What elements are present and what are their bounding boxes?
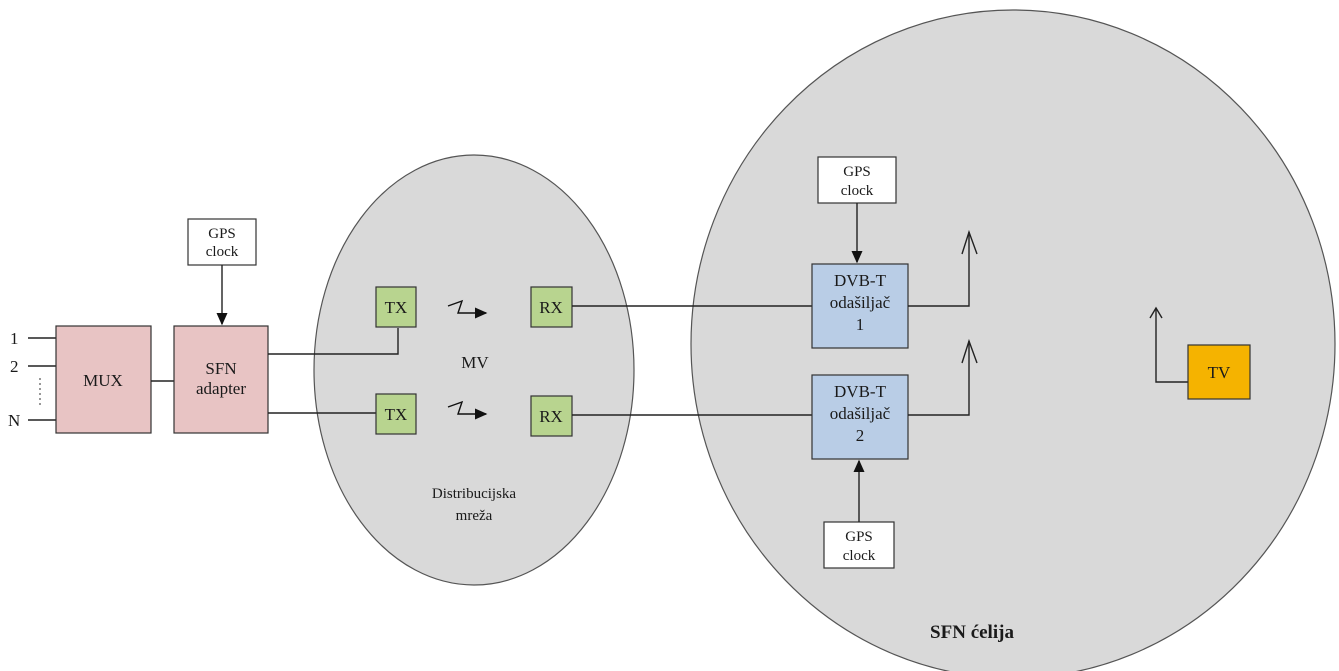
sfn-cell-ellipse (690, 9, 1336, 671)
dvbt-transmitter-2 (811, 374, 909, 460)
gps-clock-dvbt1-label-1: GPS (843, 164, 871, 180)
tx-box-1 (375, 286, 417, 328)
tx-box-2 (375, 393, 417, 435)
mux-box (55, 325, 152, 434)
gps-clock-adapter-label-2: clock (206, 244, 239, 260)
gps-clock-dvbt2-label-1: GPS (845, 529, 873, 545)
gps-clock-dvbt2 (823, 521, 895, 569)
gps-clock-adapter (187, 218, 257, 266)
tx-label-2: TX (385, 405, 408, 424)
gps-clock-dvbt1-label-2: clock (841, 183, 874, 199)
tv-box (1187, 344, 1251, 400)
gps-clock-adapter-label-1: GPS (208, 226, 236, 242)
rx-label-2: RX (539, 407, 563, 426)
rx-box-1 (530, 286, 573, 328)
input-label-n: N (8, 411, 20, 430)
input-lines (28, 337, 56, 421)
dvbt1-label-2: odašiljač (830, 293, 891, 312)
antenna-1 (908, 229, 978, 307)
gps-clock-dvbt2-label-2: clock (843, 548, 876, 564)
input-label-1: 1 (10, 329, 19, 348)
dvbt2-label-2: odašiljač (830, 404, 891, 423)
sfn-adapter-box (173, 325, 269, 434)
dvbt2-label-1: DVB-T (834, 382, 887, 401)
mux-label: MUX (83, 371, 123, 390)
sfn-adapter-label-1: SFN (205, 359, 236, 378)
tx-label-1: TX (385, 298, 408, 317)
dvbt1-label-3: 1 (856, 315, 865, 334)
dvbt1-label-1: DVB-T (834, 271, 887, 290)
wireless-link-2 (447, 400, 488, 420)
sfn-adapter-label-2: adapter (196, 379, 246, 398)
sfn-cell-label: SFN ćelija (930, 622, 1014, 643)
dvbt2-label-3: 2 (856, 426, 865, 445)
input-label-2: 2 (10, 357, 19, 376)
distribution-label-1: Distribucijska (432, 486, 516, 502)
mv-label: MV (461, 353, 489, 372)
antenna-2 (908, 338, 978, 416)
distribution-network-ellipse (313, 154, 635, 586)
distribution-label-2: mreža (456, 508, 493, 524)
rx-label-1: RX (539, 298, 563, 317)
rx-box-2 (530, 395, 573, 437)
tv-label: TV (1208, 363, 1231, 382)
tv-antenna (1149, 306, 1188, 383)
wireless-link-1 (447, 299, 488, 319)
